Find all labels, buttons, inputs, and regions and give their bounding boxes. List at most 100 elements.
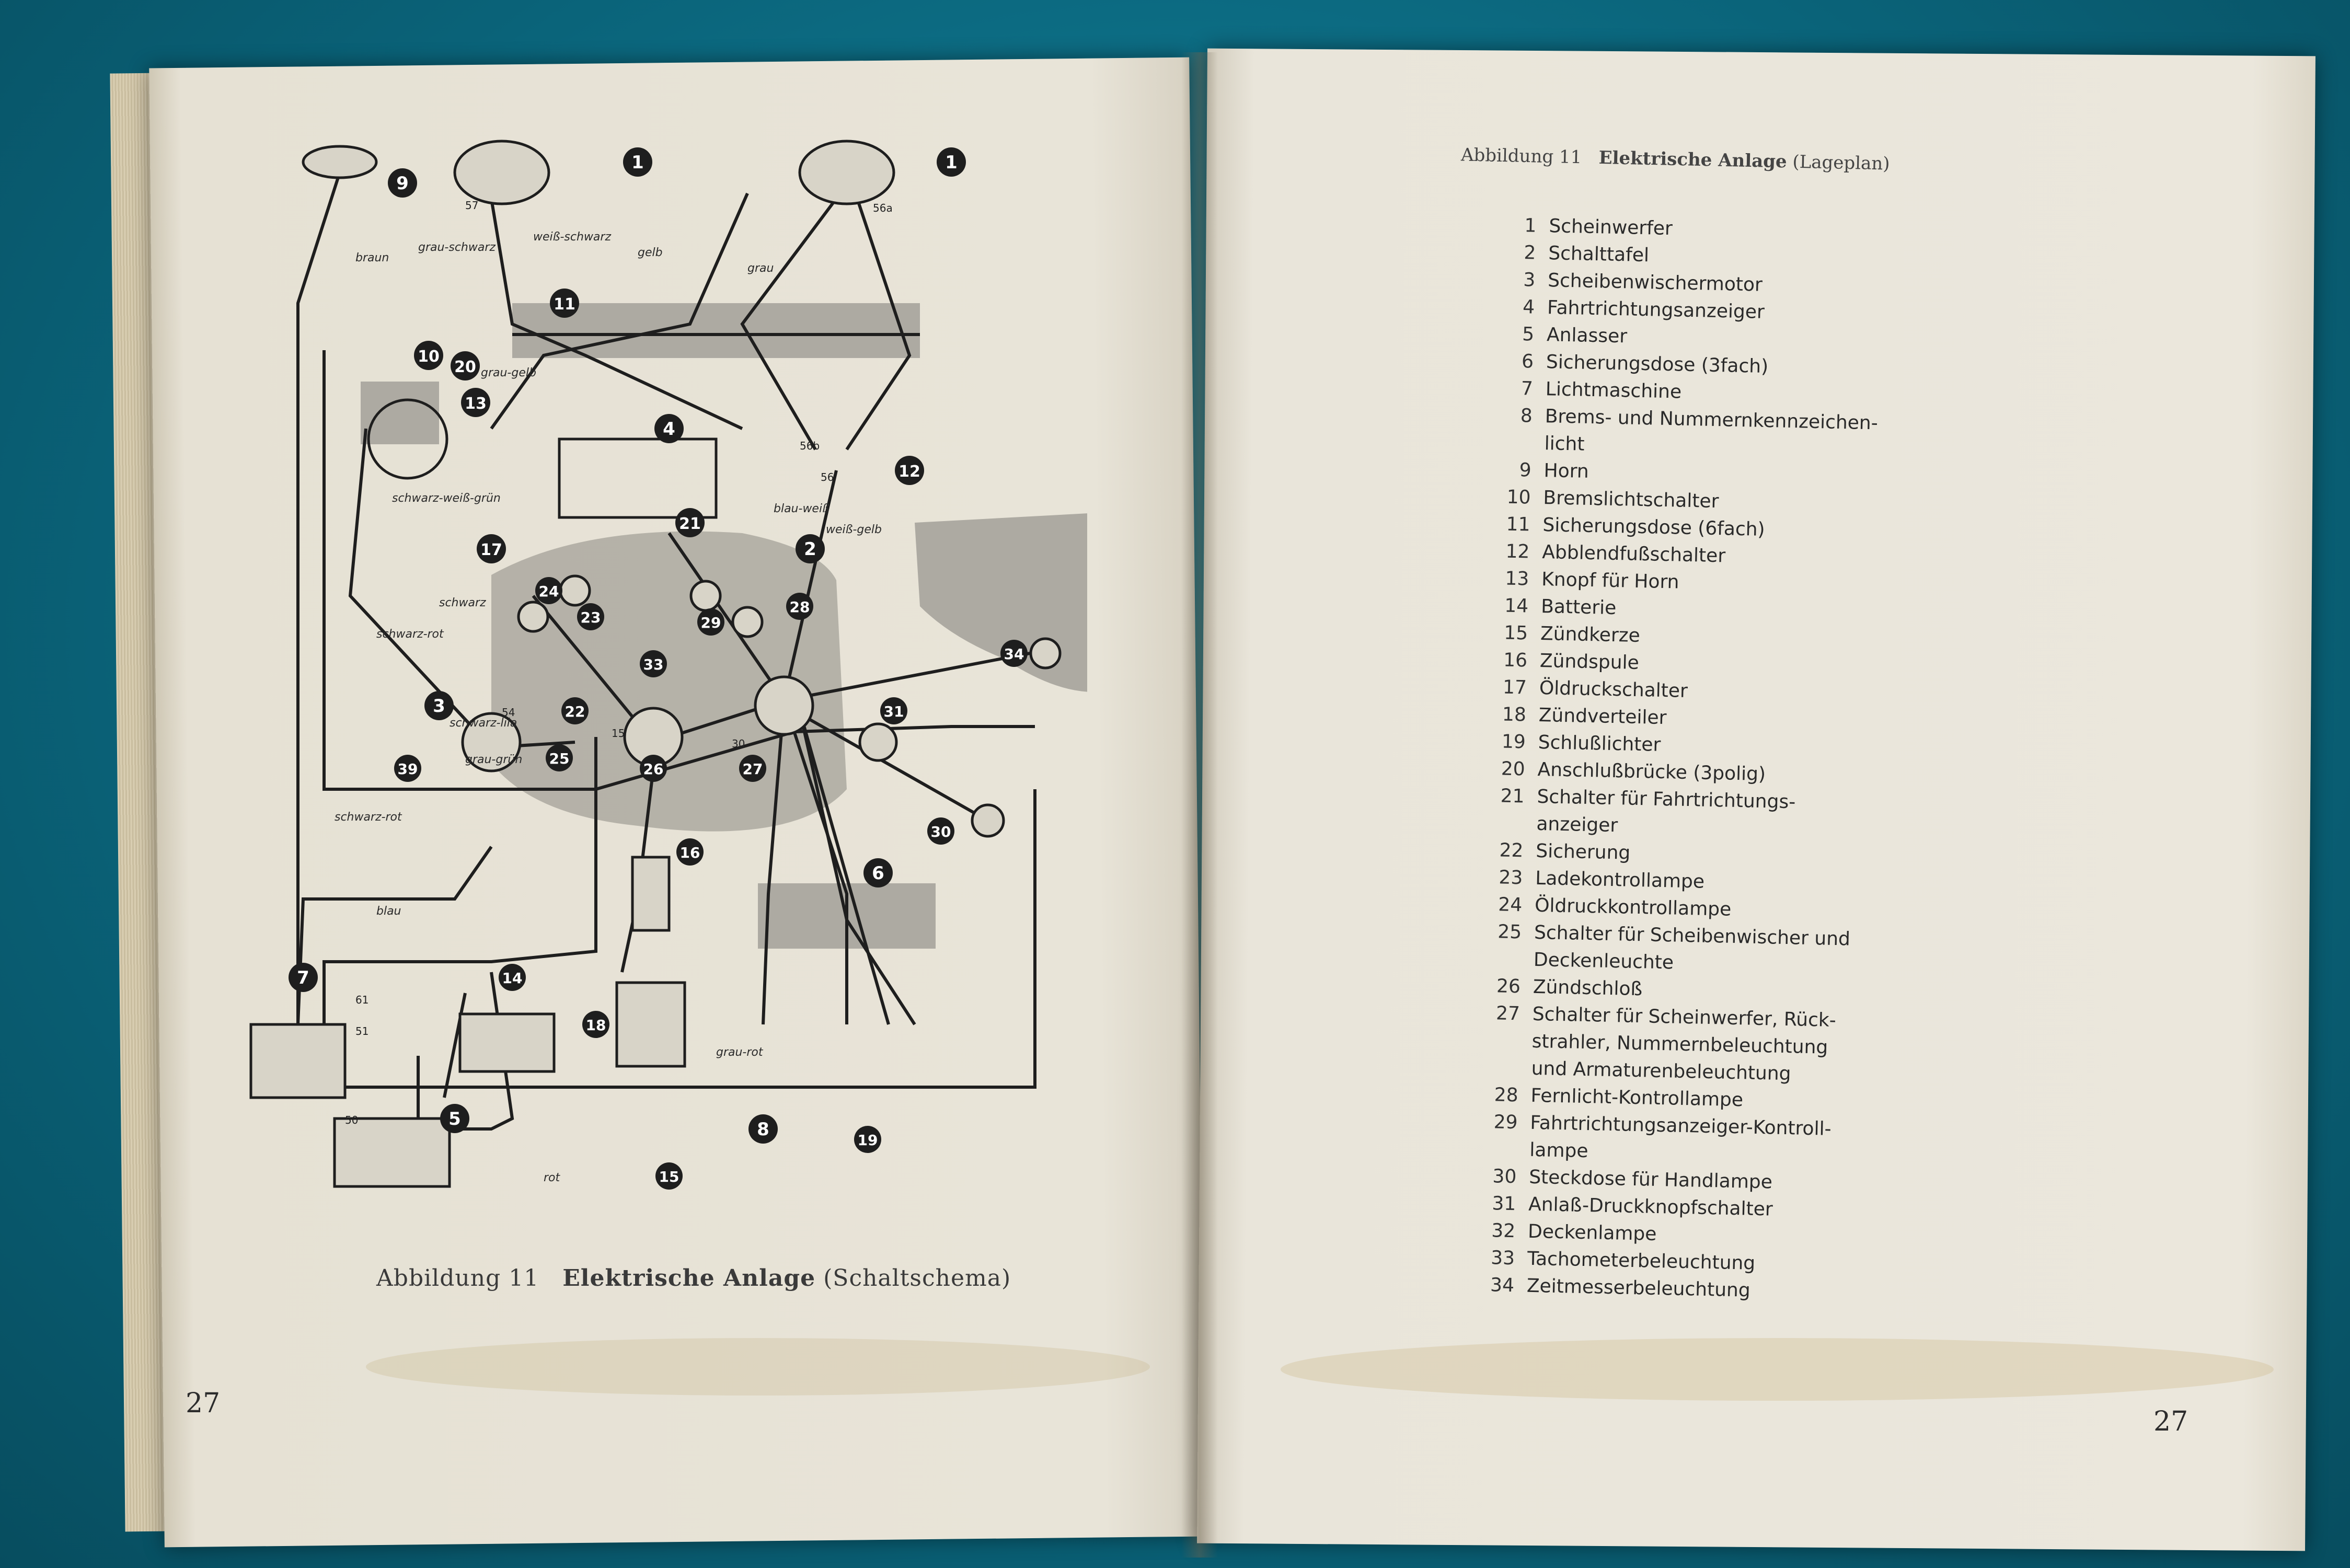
legend-item-number: 17 bbox=[1502, 676, 1527, 699]
svg-text:17: 17 bbox=[480, 541, 502, 559]
legend-item-number: 5 bbox=[1522, 324, 1535, 345]
horn-symbol bbox=[302, 145, 378, 179]
clock-panel-shading bbox=[915, 513, 1087, 692]
lamp-28 bbox=[731, 606, 764, 638]
badge-8: 8 bbox=[748, 1114, 778, 1144]
svg-text:9: 9 bbox=[396, 173, 409, 194]
terminal-56b: 56b bbox=[800, 440, 820, 452]
svg-text:14: 14 bbox=[502, 970, 523, 987]
legend-item-number: 10 bbox=[1506, 486, 1531, 509]
junction-20-shading bbox=[361, 382, 439, 444]
wire-label-grau-gelb: grau-gelb bbox=[481, 366, 536, 379]
svg-text:5: 5 bbox=[448, 1109, 461, 1129]
wire-brake-light bbox=[762, 700, 786, 1025]
svg-text:26: 26 bbox=[643, 760, 664, 778]
ignition-coil-symbol bbox=[631, 856, 671, 932]
wire-label-weiss-schwarz: weiß-schwarz bbox=[533, 230, 611, 244]
wire-label-grau-gruen: grau-grün bbox=[465, 753, 522, 766]
svg-text:22: 22 bbox=[565, 703, 585, 720]
page-number-left: 27 bbox=[186, 1388, 221, 1419]
terminal-56a: 56a bbox=[873, 202, 893, 214]
badge-1a: 1 bbox=[623, 147, 652, 177]
badge-10: 10 bbox=[414, 341, 443, 370]
svg-text:28: 28 bbox=[790, 598, 810, 616]
wire-label-schwarz-rot: schwarz-rot bbox=[376, 628, 444, 641]
terminal-51: 51 bbox=[355, 1025, 368, 1037]
wire-dynamo bbox=[296, 846, 493, 1025]
wire-tail-light bbox=[798, 710, 890, 1025]
badge-2: 2 bbox=[796, 534, 825, 563]
wiring-schematic-svg: 9 1 1 11 10 20 13 4 12 21 2 17 24 23 29 … bbox=[249, 140, 1087, 1190]
lamp-34 bbox=[1029, 637, 1062, 670]
wire-label-schwarz-rot-2: schwarz-rot bbox=[335, 811, 402, 824]
legend-item-number: 22 bbox=[1499, 839, 1524, 862]
legend-item-number: 9 bbox=[1519, 459, 1532, 481]
battery-symbol bbox=[458, 1012, 556, 1073]
badge-6: 6 bbox=[863, 858, 893, 887]
badge-14: 14 bbox=[499, 964, 526, 991]
svg-text:27: 27 bbox=[743, 760, 763, 778]
wire-dimmer-switch bbox=[782, 470, 838, 701]
wire-battery-lead bbox=[443, 993, 467, 1098]
legend-item-number: 20 bbox=[1501, 758, 1526, 780]
wire-label-weiss-gelb: weiß-gelb bbox=[826, 523, 882, 536]
wire-headlamp-2a bbox=[845, 198, 912, 451]
water-stain bbox=[1281, 1338, 2274, 1401]
svg-text:11: 11 bbox=[554, 295, 575, 314]
legend-item-number: 34 bbox=[1490, 1274, 1515, 1297]
badge-1b: 1 bbox=[937, 147, 966, 177]
wire-clock bbox=[784, 652, 1030, 702]
badge-21: 21 bbox=[675, 508, 705, 537]
badge-23: 23 bbox=[577, 603, 604, 630]
legend-title-prefix: Abbildung 11 bbox=[1460, 144, 1582, 168]
svg-text:16: 16 bbox=[680, 844, 700, 861]
badge-30: 30 bbox=[927, 817, 954, 845]
badge-31: 31 bbox=[880, 697, 907, 724]
component-number-badges: 9 1 1 11 10 20 13 4 12 21 2 17 24 23 29 … bbox=[289, 147, 1028, 1190]
svg-text:19: 19 bbox=[858, 1132, 878, 1149]
wire-headlamp-left bbox=[490, 198, 743, 430]
svg-text:34: 34 bbox=[1004, 645, 1024, 663]
wire-lamp-circuit bbox=[667, 532, 848, 1024]
legend-item-text: Schalter für Scheinwerfer, Rück- strahle… bbox=[1531, 1003, 1837, 1085]
book-spine-fold bbox=[1181, 52, 1218, 1558]
legend-item-number: 16 bbox=[1503, 649, 1528, 672]
badge-20: 20 bbox=[451, 351, 480, 381]
legend-item-text: Schalter für Scheibenwischer und Deckenl… bbox=[1533, 921, 1851, 974]
wire-label-grau-rot: grau-rot bbox=[716, 1046, 764, 1059]
svg-text:1: 1 bbox=[631, 152, 644, 173]
badge-19: 19 bbox=[854, 1126, 881, 1153]
wire-label-braun: braun bbox=[355, 251, 389, 264]
svg-text:20: 20 bbox=[454, 358, 476, 376]
wire-label-gelb: gelb bbox=[638, 246, 663, 259]
badge-34: 34 bbox=[1000, 640, 1028, 667]
terminal-30: 30 bbox=[732, 737, 745, 750]
badge-16: 16 bbox=[676, 838, 704, 866]
wire-label-grau: grau bbox=[747, 262, 774, 275]
svg-text:18: 18 bbox=[586, 1017, 606, 1034]
svg-text:13: 13 bbox=[465, 395, 487, 413]
wiper-switch-symbol bbox=[461, 712, 522, 773]
svg-text:3: 3 bbox=[433, 696, 445, 717]
wire-label-grau-schwarz: grau-schwarz bbox=[418, 241, 496, 254]
svg-text:4: 4 bbox=[663, 419, 675, 440]
legend-item-number: 1 bbox=[1524, 215, 1537, 237]
svg-text:39: 39 bbox=[398, 760, 418, 778]
dynamo-symbol bbox=[249, 1023, 347, 1099]
wire-label-rot: rot bbox=[544, 1171, 561, 1184]
terminal-labels: 57 56a 56b 56 54 15 61 30 50 51 bbox=[345, 199, 893, 1126]
page-number-right: 27 bbox=[2153, 1406, 2188, 1437]
badge-22: 22 bbox=[561, 697, 589, 724]
legend-item-number: 33 bbox=[1490, 1247, 1515, 1270]
distributor-symbol bbox=[615, 981, 686, 1068]
terminal-54: 54 bbox=[502, 706, 515, 719]
legend-item-number: 11 bbox=[1506, 513, 1530, 536]
legend-item-number: 26 bbox=[1496, 975, 1521, 998]
badge-24: 24 bbox=[535, 577, 562, 604]
wire-label-blau: blau bbox=[376, 905, 401, 918]
legend-item-text: Fahrtrichtungsanzeiger-Kontroll- lampe bbox=[1529, 1112, 1831, 1162]
badge-15: 15 bbox=[655, 1162, 683, 1190]
legend-item-number: 31 bbox=[1492, 1193, 1516, 1215]
wire-main-loop bbox=[322, 350, 1035, 791]
